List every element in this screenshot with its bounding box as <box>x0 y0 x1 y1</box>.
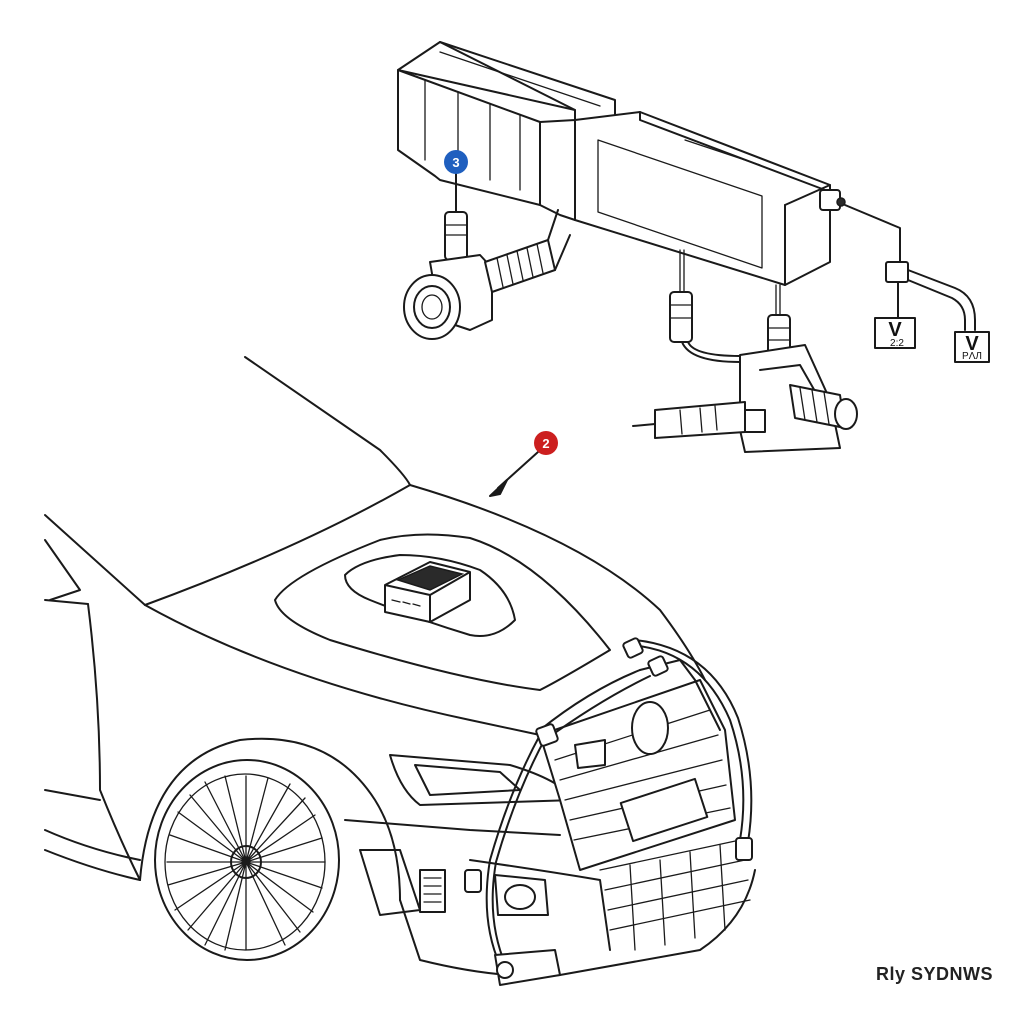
control-module <box>397 41 846 286</box>
callout-2-label: 2 <box>542 436 549 451</box>
gauge-right-symbol: V <box>965 333 979 355</box>
watermark-text: Rly SYDNWS <box>875 964 993 984</box>
lower-sensor-assembly <box>632 291 858 453</box>
left-sensor <box>403 209 571 340</box>
diagnostic-harness <box>464 637 753 986</box>
callout-3-marker: 3 <box>444 150 468 213</box>
car-outline <box>44 356 756 977</box>
front-wheel <box>154 759 340 961</box>
gauge-right-sub: PΛЛ <box>962 351 982 362</box>
callout-2-dot <box>534 431 558 455</box>
relay-block <box>885 261 909 283</box>
callout-3-label: 3 <box>452 155 459 170</box>
gauge-left-symbol: V <box>888 319 902 341</box>
hood-module <box>384 561 471 623</box>
module-wiring <box>679 204 901 316</box>
gauge-left-sub: 2:2 <box>890 338 904 349</box>
callout-2-marker: 2 <box>489 431 558 497</box>
gauge-right: V PΛЛ <box>954 331 990 363</box>
callout-3-dot <box>444 150 468 174</box>
gauge-left: V 2:2 <box>874 317 916 349</box>
relay-and-gauges: V 2:2 V PΛЛ <box>874 261 990 363</box>
